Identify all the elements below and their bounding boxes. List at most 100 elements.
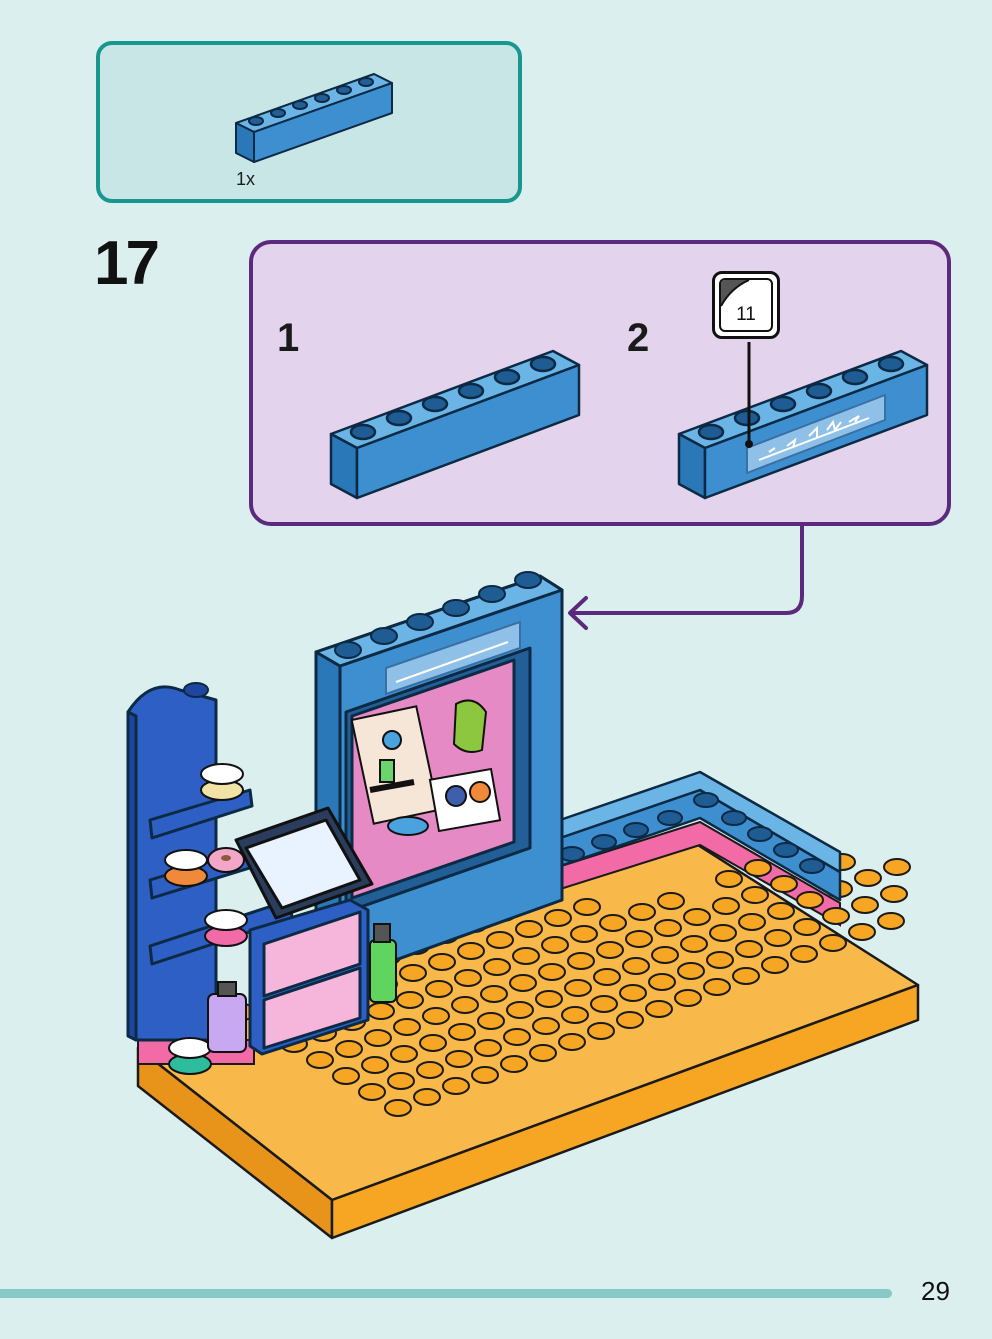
stud xyxy=(628,903,656,921)
stud xyxy=(622,957,650,975)
stud xyxy=(561,1006,589,1024)
stud xyxy=(419,1034,447,1052)
stud xyxy=(599,914,627,932)
stud xyxy=(428,953,456,971)
stud xyxy=(793,918,821,936)
stud xyxy=(683,908,711,926)
stud xyxy=(764,929,792,947)
stud xyxy=(709,924,737,942)
stud xyxy=(367,1002,395,1020)
stud xyxy=(654,919,682,937)
stud xyxy=(822,907,850,925)
part-quantity: 1x xyxy=(236,169,256,189)
stud xyxy=(387,1072,415,1090)
stud xyxy=(593,968,621,986)
stud xyxy=(848,923,876,941)
stud xyxy=(503,1028,531,1046)
stud xyxy=(477,1012,505,1030)
stud xyxy=(335,1040,363,1058)
stud xyxy=(538,963,566,981)
stud xyxy=(483,958,511,976)
stud xyxy=(761,956,789,974)
stud xyxy=(361,1056,389,1074)
stud xyxy=(596,941,624,959)
stud xyxy=(500,1055,528,1073)
stud xyxy=(567,952,595,970)
stud xyxy=(735,940,763,958)
stud xyxy=(393,1018,421,1036)
stud xyxy=(590,995,618,1013)
sub-step-2-label: 2 xyxy=(627,316,650,360)
stud xyxy=(512,947,540,965)
sub-step-1-brick-icon xyxy=(329,349,581,500)
stud xyxy=(422,1007,450,1025)
stud xyxy=(657,892,685,910)
stud xyxy=(819,934,847,952)
stud xyxy=(390,1045,418,1063)
sticker-number: 11 xyxy=(736,304,756,325)
frame-name-sticker xyxy=(385,620,521,696)
stud xyxy=(529,1044,557,1062)
stud xyxy=(448,1023,476,1041)
stud xyxy=(573,898,601,916)
stud xyxy=(506,1001,534,1019)
macaron-stack-4 xyxy=(168,1037,212,1075)
stud xyxy=(674,989,702,1007)
stud xyxy=(851,896,879,914)
stud xyxy=(680,935,708,953)
page-number: 29 xyxy=(921,1276,950,1306)
stud xyxy=(587,1022,615,1040)
spray-bottle-purple xyxy=(207,981,247,1053)
stud xyxy=(715,870,743,888)
step-number: 17 xyxy=(94,229,160,298)
stud xyxy=(515,920,543,938)
macaron-stack-2 xyxy=(164,849,208,887)
stud xyxy=(645,1000,673,1018)
stud xyxy=(648,973,676,991)
name-sticker-icon xyxy=(758,415,870,461)
stud xyxy=(570,925,598,943)
sticker-callout: 11 xyxy=(712,271,780,339)
sticker-page-icon: 11 xyxy=(719,278,773,332)
stud xyxy=(541,936,569,954)
stud xyxy=(544,909,572,927)
stud xyxy=(854,869,882,887)
desk xyxy=(248,898,370,1056)
stud xyxy=(796,891,824,909)
stud xyxy=(770,875,798,893)
stud xyxy=(616,1011,644,1029)
macaron-stack-3 xyxy=(204,909,248,947)
stud xyxy=(442,1077,470,1095)
stud xyxy=(790,945,818,963)
stud xyxy=(384,1099,412,1117)
stud xyxy=(306,1051,334,1069)
stud xyxy=(358,1083,386,1101)
stud xyxy=(471,1066,499,1084)
stud xyxy=(509,974,537,992)
stud xyxy=(532,1017,560,1035)
page-footer-bar xyxy=(0,1289,892,1298)
stud xyxy=(413,1088,441,1106)
stud xyxy=(625,930,653,948)
placement-arrow-icon xyxy=(572,524,804,615)
stud xyxy=(486,931,514,949)
spray-bottle-green xyxy=(369,923,397,1003)
sub-assembly-bricks xyxy=(329,342,929,500)
stud xyxy=(677,962,705,980)
stud xyxy=(619,984,647,1002)
tablet-device xyxy=(234,806,374,920)
stud xyxy=(364,1029,392,1047)
stud xyxy=(651,946,679,964)
stud xyxy=(703,978,731,996)
stud xyxy=(712,897,740,915)
stud xyxy=(457,942,485,960)
stud xyxy=(564,979,592,997)
stud xyxy=(454,969,482,987)
blue-1x6-brick-icon xyxy=(235,73,393,163)
stud xyxy=(744,859,772,877)
stud xyxy=(445,1050,473,1068)
stud xyxy=(425,980,453,998)
stud xyxy=(732,967,760,985)
sub-step-1-label: 1 xyxy=(277,316,300,360)
